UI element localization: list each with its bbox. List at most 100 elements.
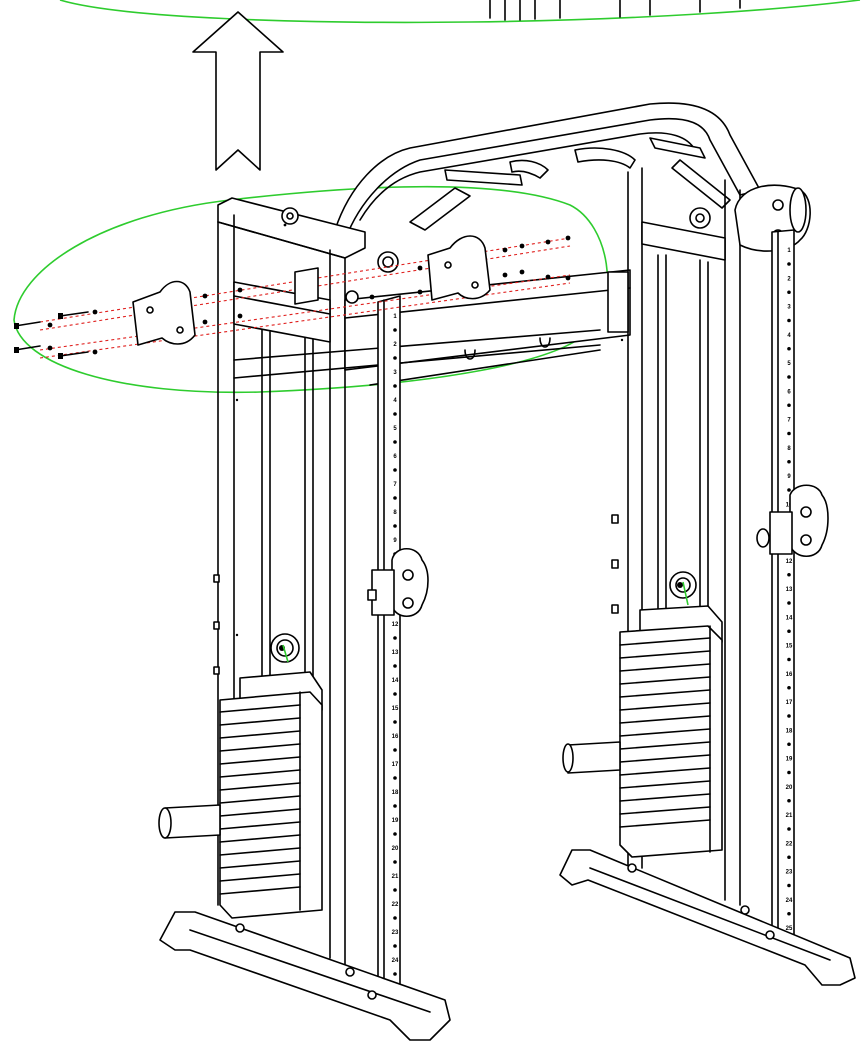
right-base-foot [559,849,856,986]
center-bracket [294,267,319,305]
column-number-label: 18 [786,728,793,734]
column-hole [393,748,397,752]
column-number-label: 2 [787,276,791,282]
column-number-label: 22 [392,902,399,908]
column-hole [787,572,791,577]
right-numbered-column [771,229,795,949]
column-number-label: 14 [786,615,793,621]
column-number-label: 5 [393,426,397,432]
left-mounting-plate [132,280,196,346]
previous-step-highlight [59,0,861,24]
left-weight-stack [158,633,323,919]
column-hole [787,262,791,266]
column-hole [393,804,397,808]
column-number-label: 22 [786,841,793,847]
column-hole [787,431,791,436]
column-number-label: 24 [392,958,399,964]
right-tower [607,167,811,906]
column-number-label: 19 [392,818,399,824]
right-mid-pulley [756,484,829,558]
column-hole [787,318,791,323]
column-number-label: 7 [787,418,791,424]
column-number-label: 4 [393,398,397,404]
column-hole [787,375,791,379]
column-hole [393,440,397,444]
column-number-label: 6 [393,454,397,460]
column-hole [393,860,397,864]
column-hole [393,496,397,500]
column-hole [787,488,791,492]
column-hole [393,524,397,528]
column-number-label: 5 [787,361,791,367]
column-hole [787,742,791,747]
column-hole [393,888,397,892]
column-hole [393,916,397,920]
column-number-label: 4 [787,333,791,339]
column-hole [393,776,397,780]
column-hole [393,832,397,836]
column-number-label: 17 [392,762,399,768]
direction-arrow-up-icon [192,11,284,171]
column-number-label: 14 [392,678,399,684]
column-number-label: 15 [392,706,399,712]
column-hole [787,770,791,775]
column-number-label: 20 [786,785,793,791]
column-hole [787,714,791,718]
attachment-highlight-ellipse [13,185,609,394]
column-hole [393,636,397,640]
left-mid-pulley [367,547,429,618]
column-number-label: 3 [393,370,397,376]
column-hole [787,657,791,662]
column-number-label: 8 [393,510,397,516]
column-hole [787,403,791,408]
column-number-label: 16 [392,734,399,740]
column-number-label: 23 [786,870,793,876]
column-hole [393,972,397,976]
column-number-label: 16 [786,672,793,678]
column-hole [393,412,397,416]
column-hole [787,685,791,690]
column-number-label: 2 [393,342,397,348]
column-hole [787,883,791,888]
column-number-label: 25 [786,926,793,932]
column-hole [787,346,791,351]
column-number-label: 8 [787,446,791,452]
column-hole [787,601,791,605]
column-hole [393,944,397,948]
column-hole [787,459,791,464]
column-hole [393,720,397,724]
left-numbered-column [377,295,401,1011]
column-hole [393,384,397,388]
column-hole [787,827,791,831]
column-number-label: 3 [787,305,791,311]
column-number-label: 1 [787,248,791,254]
column-number-label: 13 [392,650,399,656]
column-number-label: 12 [392,622,399,628]
column-hole [787,911,791,916]
column-number-label: 17 [786,700,793,706]
column-number-label: 12 [786,559,793,565]
right-mounting-plate [427,235,491,301]
column-number-label: 6 [787,389,791,395]
column-number-label: 1 [393,314,397,320]
column-hole [393,664,397,668]
column-hole [393,468,397,472]
column-number-label: 15 [786,644,793,650]
column-number-label: 9 [393,538,397,544]
column-number-label: 23 [392,930,399,936]
column-hole [787,855,791,860]
column-number-label: 18 [392,790,399,796]
column-hole [393,356,397,360]
column-number-label: 13 [786,587,793,593]
column-number-label: 7 [393,482,397,488]
column-number-label: 21 [392,874,399,880]
top-crossbar [334,102,761,241]
column-hole [393,692,397,696]
right-column-number-labels: 1234567891011121314151617181920212223242… [786,248,793,944]
left-base-foot [159,911,451,1041]
column-number-label: 21 [786,813,793,819]
column-hole [787,290,791,295]
column-hole [787,798,791,803]
column-hole [787,629,791,634]
